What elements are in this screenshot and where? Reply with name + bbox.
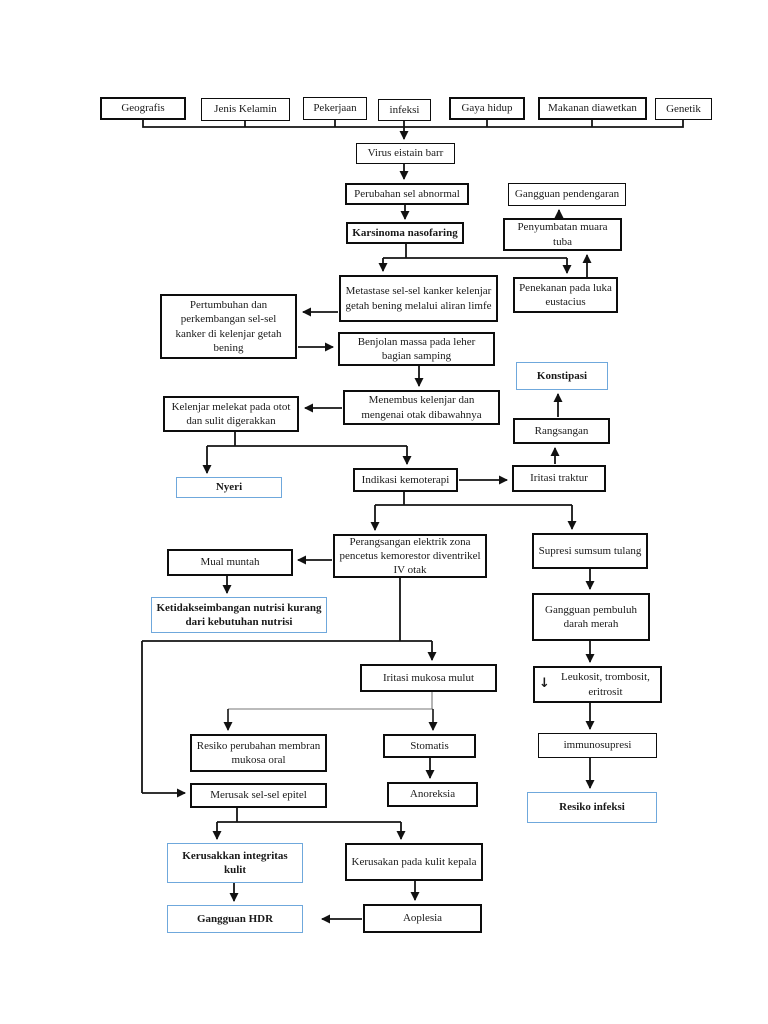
node-gangguan-pendengaran: Gangguan pendengaran <box>508 183 626 206</box>
node-penekanan-luka-eustacius: Penekanan pada luka eustacius <box>513 277 618 313</box>
node-geografis: Geografis <box>100 97 186 120</box>
node-karsinoma-nasofaring: Karsinoma nasofaring <box>346 222 464 244</box>
node-supresi-sumsum: Supresi sumsum tulang <box>532 533 648 569</box>
node-rangsangan: Rangsangan <box>513 418 610 444</box>
node-aoplesia: Aoplesia <box>363 904 482 933</box>
node-leukosit-trombosit: ↓ Leukosit, trombosit, eritrosit <box>533 666 662 703</box>
node-resiko-infeksi: Resiko infeksi <box>527 792 657 823</box>
node-ketidakseimbangan-nutrisi: Ketidakseimbangan nutrisi kurang dari ke… <box>151 597 327 633</box>
decrease-arrow-icon: ↓ <box>539 676 550 692</box>
node-leukosit-label: Leukosit, trombosit, eritrosit <box>560 671 650 698</box>
node-nyeri: Nyeri <box>176 477 282 498</box>
node-immunosupresi: immunosupresi <box>538 733 657 758</box>
node-konstipasi: Konstipasi <box>516 362 608 390</box>
node-merusak-epitel: Merusak sel-sel epitel <box>190 783 327 808</box>
node-anoreksia: Anoreksia <box>387 782 478 807</box>
node-resiko-perubahan-membran: Resiko perubahan membran mukosa oral <box>190 734 327 772</box>
node-perangsangan-elektrik: Perangsangan elektrik zona pencetus kemo… <box>333 534 487 578</box>
node-infeksi: infeksi <box>378 99 431 121</box>
node-kerusakkan-integritas-kulit: Kerusakkan integritas kulit <box>167 843 303 883</box>
node-gaya-hidup: Gaya hidup <box>449 97 525 120</box>
node-virus-eistain-barr: Virus eistain barr <box>356 143 455 164</box>
node-penyumbatan-muara-tuba: Penyumbatan muara tuba <box>503 218 622 251</box>
node-indikasi-kemoterapi: Indikasi kemoterapi <box>353 468 458 492</box>
node-jenis-kelamin: Jenis Kelamin <box>201 98 290 121</box>
node-benjolan-massa: Benjolan massa pada leher bagian samping <box>338 332 495 366</box>
node-pekerjaan: Pekerjaan <box>303 97 367 120</box>
node-genetik: Genetik <box>655 98 712 120</box>
node-kerusakan-kulit-kepala: Kerusakan pada kulit kepala <box>345 843 483 881</box>
node-gangguan-pembuluh: Gangguan pembuluh darah merah <box>532 593 650 641</box>
node-gangguan-hdr: Gangguan HDR <box>167 905 303 933</box>
node-kelenjar-melekat: Kelenjar melekat pada otot dan sulit dig… <box>163 396 299 432</box>
node-metastase: Metastase sel-sel kanker kelenjar getah … <box>339 275 498 322</box>
node-iritasi-traktur: Iritasi traktur <box>512 465 606 492</box>
node-menembus-kelenjar: Menembus kelenjar dan mengenai otak diba… <box>343 390 500 425</box>
node-stomatis: Stomatis <box>383 734 476 758</box>
node-pertumbuhan-sel-kanker: Pertumbuhan dan perkembangan sel-sel kan… <box>160 294 297 359</box>
node-perubahan-sel-abnormal: Perubahan sel abnormal <box>345 183 469 205</box>
node-makanan-diawetkan: Makanan diawetkan <box>538 97 647 120</box>
node-mual-muntah: Mual muntah <box>167 549 293 576</box>
node-iritasi-mukosa-mulut: Iritasi mukosa mulut <box>360 664 497 692</box>
